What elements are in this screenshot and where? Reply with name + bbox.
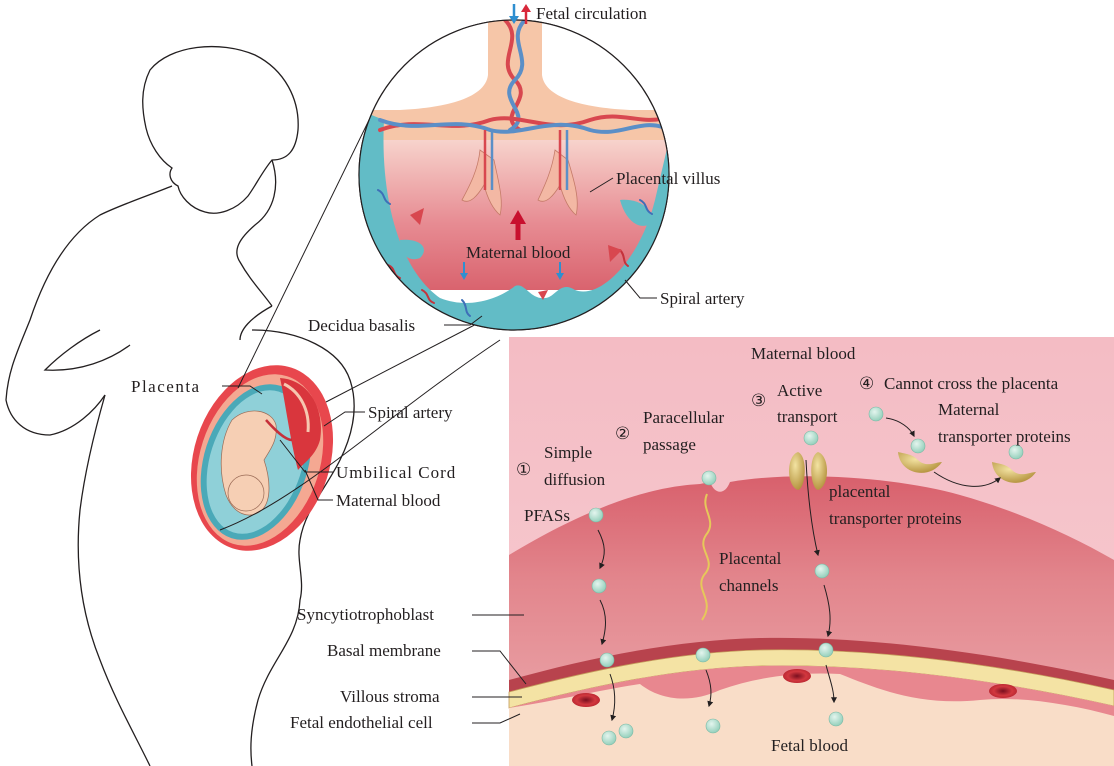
label-paracellular-1: Paracellular: [643, 408, 725, 427]
label-fetal-circulation: Fetal circulation: [536, 4, 647, 23]
label-decidua-basalis: Decidua basalis: [308, 316, 415, 335]
label-placental-channels-2: channels: [719, 576, 778, 595]
label-placental-channels-1: Placental: [719, 549, 782, 568]
circulation-arrows: [460, 4, 564, 280]
label-maternal-blood-body: Maternal blood: [336, 491, 441, 510]
label-placental-tp-2: transporter proteins: [829, 509, 962, 528]
leader-umbilical: [279, 439, 333, 473]
label-fetal-endothelial: Fetal endothelial cell: [290, 713, 433, 732]
label-active-num: ③: [751, 391, 766, 410]
uterus-fetus: [190, 365, 334, 551]
label-fetal-blood: Fetal blood: [771, 736, 848, 755]
leader-placenta: [222, 385, 263, 395]
label-placental-villus: Placental villus: [616, 169, 720, 188]
label-placenta: Placenta: [131, 377, 201, 396]
label-placental-tp-1: placental: [829, 482, 891, 501]
placental-transporter: [789, 452, 827, 490]
label-maternal-blood-circle: Maternal blood: [466, 243, 571, 262]
label-villous-stroma: Villous stroma: [340, 687, 440, 706]
label-spiral-artery-body: Spiral artery: [368, 403, 453, 422]
label-simple-2: diffusion: [544, 470, 606, 489]
label-simple-num: ①: [516, 460, 531, 479]
transport-arrows: [597, 417, 1001, 722]
label-simple-1: Simple: [544, 443, 592, 462]
label-paracellular-2: passage: [643, 435, 696, 454]
pfas-molecules: [588, 406, 1024, 746]
leader-decidua: [444, 315, 483, 326]
placental-channel: [700, 493, 712, 621]
label-basal-membrane: Basal membrane: [327, 641, 441, 660]
label-cannot-cross: Cannot cross the placenta: [884, 374, 1059, 393]
zoom-connectors: [219, 117, 501, 531]
leader-villus: [589, 177, 614, 193]
label-pfass: PFASs: [524, 506, 570, 525]
label-maternal-blood-panel: Maternal blood: [751, 344, 856, 363]
leader-maternal-body: [304, 469, 333, 501]
placental-barrier-panel: [508, 337, 1114, 766]
label-maternal-tp-2: transporter proteins: [938, 427, 1071, 446]
label-spiral-artery-circle: Spiral artery: [660, 289, 745, 308]
leader-endothelial: [472, 713, 521, 724]
label-active-2: transport: [777, 407, 838, 426]
label-paracellular-num: ②: [615, 424, 630, 443]
leader-basal: [472, 650, 527, 685]
label-cannot-num: ④: [859, 374, 874, 393]
label-maternal-tp-1: Maternal: [938, 400, 1000, 419]
maternal-transporters: [898, 452, 1036, 483]
zoom-circle: [358, 19, 670, 331]
leader-spiral-circle: [624, 279, 657, 299]
label-syncytiotrophoblast: Syncytiotrophoblast: [297, 605, 434, 624]
fetal-rbcs: [572, 669, 1017, 707]
woman-silhouette: [5, 45, 355, 766]
leader-spiral-body: [323, 411, 365, 427]
label-umbilical-cord: Umbilical Cord: [336, 463, 456, 482]
label-active-1: Active: [777, 381, 822, 400]
